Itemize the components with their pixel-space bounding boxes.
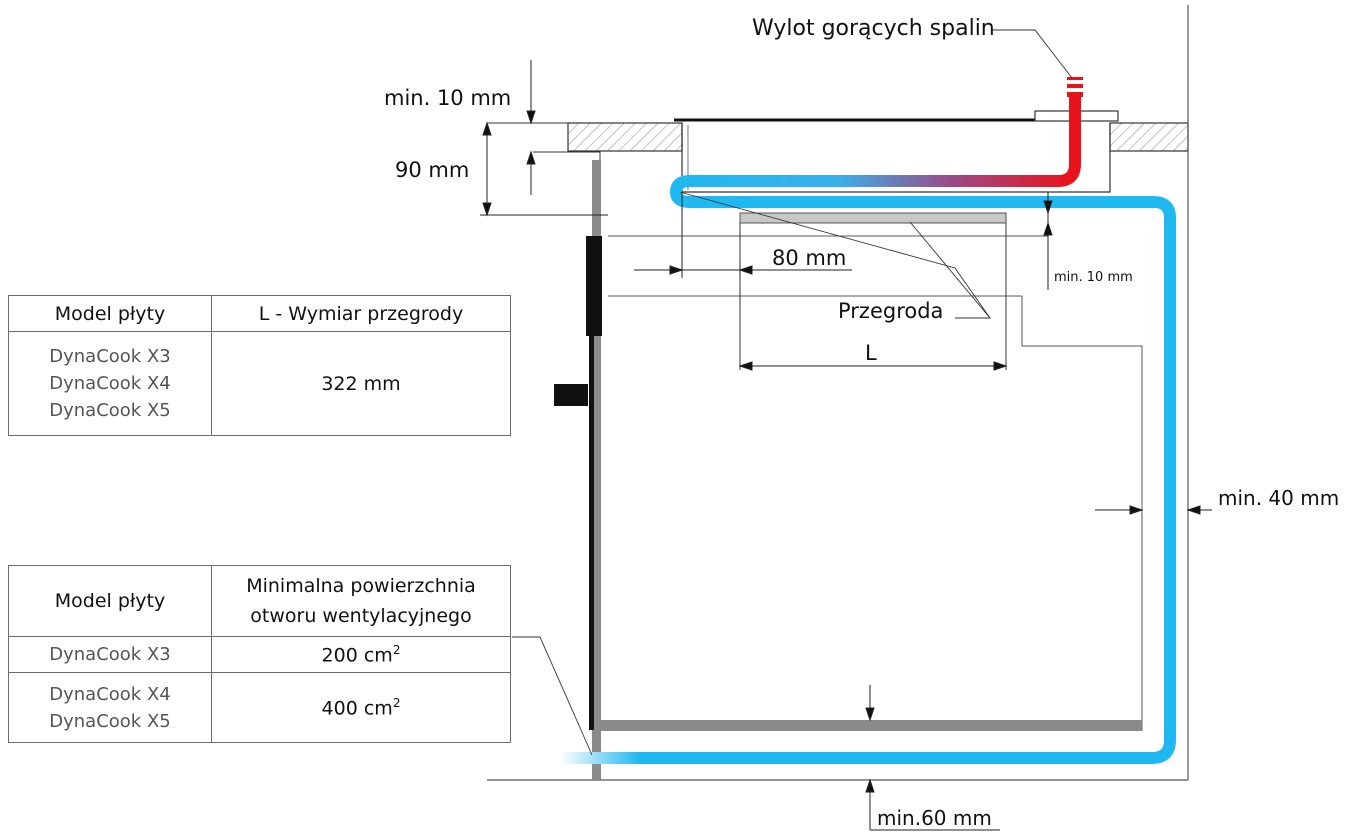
table2-header-model: Model płyty <box>8 565 212 637</box>
table2-row1-value: 200 cm2 <box>211 636 511 673</box>
table1-model: DynaCook X4 <box>49 373 171 394</box>
table2-model: DynaCook X5 <box>49 710 171 732</box>
area-unit-exponent: 2 <box>392 695 401 710</box>
table1-model: DynaCook X5 <box>49 400 171 421</box>
area-value: 400 cm <box>321 697 393 720</box>
area-value: 200 cm <box>321 644 393 667</box>
leader-lines <box>512 29 1073 756</box>
table2-model: DynaCook X4 <box>49 683 171 705</box>
table2-header-line: Minimalna powierzchnia <box>246 575 476 597</box>
area-unit-exponent: 2 <box>392 642 401 657</box>
countertop <box>487 122 1189 152</box>
table1-models: DynaCook X3 DynaCook X4 DynaCook X5 <box>8 331 212 436</box>
table2-header-line: otworu wentylacyjnego <box>250 605 472 627</box>
table2-row1-models: DynaCook X3 <box>8 636 212 673</box>
min-40-label: min. 40 mm <box>1218 486 1339 510</box>
distance-80-label: 80 mm <box>772 246 846 270</box>
bottom-panel <box>600 720 1142 731</box>
ventilation-area-table: Model płyty Minimalna powierzchnia otwor… <box>8 565 511 743</box>
table2-row2-models: DynaCook X4 DynaCook X5 <box>8 672 212 743</box>
min-10-top-label: min. 10 mm <box>384 86 511 110</box>
table2-header-area: Minimalna powierzchnia otworu wentylacyj… <box>211 565 511 637</box>
table2-model: DynaCook X3 <box>49 644 171 665</box>
front-panel <box>533 151 602 780</box>
height-90-label: 90 mm <box>395 158 469 182</box>
dimension-lines <box>480 60 1212 831</box>
partition-label: Przegroda <box>838 299 943 323</box>
partition-plate <box>739 212 1007 370</box>
table2-row2-value: 400 cm2 <box>211 672 511 743</box>
min-60-label: min.60 mm <box>877 806 992 830</box>
airflow-path <box>560 77 1176 764</box>
table1-header-dimension: L - Wymiar przegrody <box>211 295 511 332</box>
table1-model: DynaCook X3 <box>49 346 171 367</box>
partition-dimension-table: Model płyty L - Wymiar przegrody DynaCoo… <box>8 295 511 436</box>
min-10-right-label: min. 10 mm <box>1054 270 1133 285</box>
exhaust-outlet-label: Wylot gorących spalin <box>752 16 995 41</box>
table1-value: 322 mm <box>211 331 511 436</box>
table1-header-model: Model płyty <box>8 295 212 332</box>
cabinet <box>487 5 1189 781</box>
partition-length-label: L <box>865 341 877 365</box>
